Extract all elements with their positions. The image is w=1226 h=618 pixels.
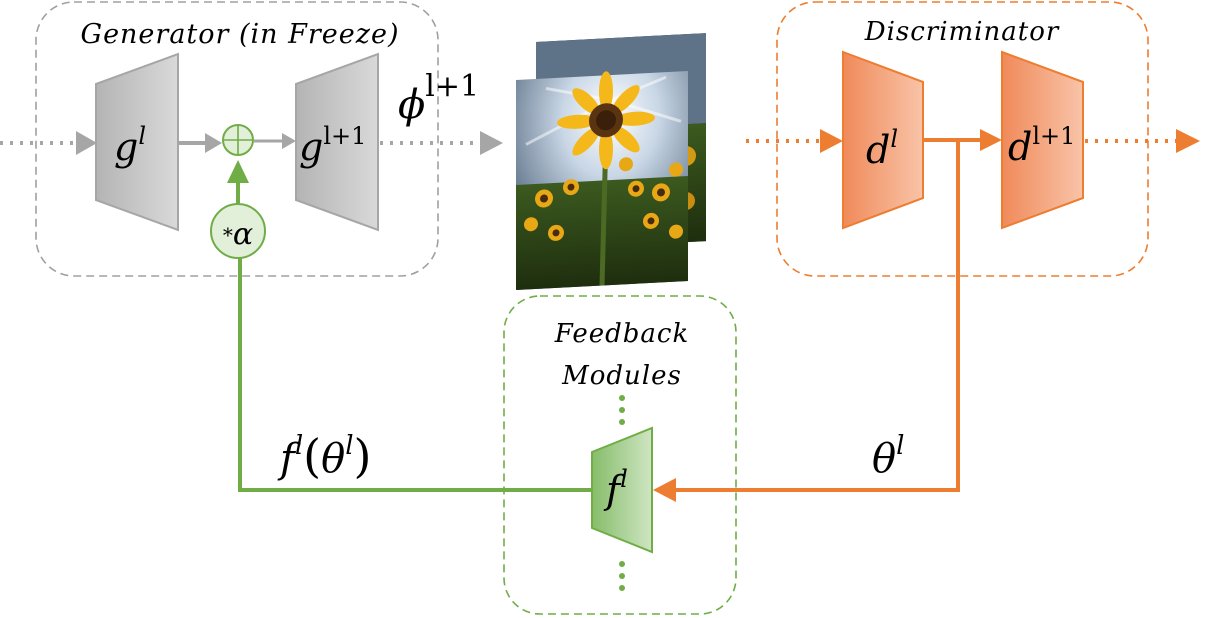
generator-box xyxy=(35,1,439,277)
discriminator-block-dl-label: dl xyxy=(866,125,898,172)
scale-to-sum-arrowhead xyxy=(227,160,249,183)
gl-to-sum-arrowhead xyxy=(205,133,222,153)
feedback-block-fl xyxy=(591,426,653,554)
scale-node-label: *α xyxy=(223,217,253,252)
phi-output-label: ϕl+1 xyxy=(398,69,479,128)
feedback-dots-bottom xyxy=(619,561,625,591)
discriminator-block-dl xyxy=(842,50,924,230)
theta-feedback-path xyxy=(674,140,960,492)
discriminator-box xyxy=(776,1,1149,277)
feedback-dots-top xyxy=(619,395,625,425)
generator-title: Generator (in Freeze) xyxy=(81,19,400,50)
feedback-return-path xyxy=(238,258,592,492)
generator-block-gl-label: gl xyxy=(114,122,146,169)
generator-input-arrowhead xyxy=(76,131,97,155)
discriminator-block-dlp1 xyxy=(1001,50,1084,230)
feedback-output-label: fl(θl) xyxy=(277,429,371,483)
dl-to-dlp1-arrowhead xyxy=(980,129,1002,151)
feedback-title-line2: Modules xyxy=(561,361,682,391)
generator-block-glp1 xyxy=(295,52,379,232)
feedback-box xyxy=(503,295,737,615)
theta-feedback-arrowhead xyxy=(653,478,676,502)
discriminator-output-arrowhead xyxy=(1176,129,1200,153)
theta-label: θl xyxy=(872,431,904,482)
discriminator-title: Discriminator xyxy=(864,17,1060,47)
sunflower-image-stack xyxy=(516,33,706,290)
discriminator-block-dlp1-label: dl+1 xyxy=(1008,122,1075,169)
generator-block-glp1-label: gl+1 xyxy=(299,122,366,169)
discriminator-input-arrowhead xyxy=(820,129,843,153)
generator-output-arrowhead xyxy=(480,131,503,155)
generator-block-gl xyxy=(95,52,179,232)
feedback-title-line1: Feedback xyxy=(554,319,690,349)
sum-to-glp1-arrowhead xyxy=(282,133,296,149)
